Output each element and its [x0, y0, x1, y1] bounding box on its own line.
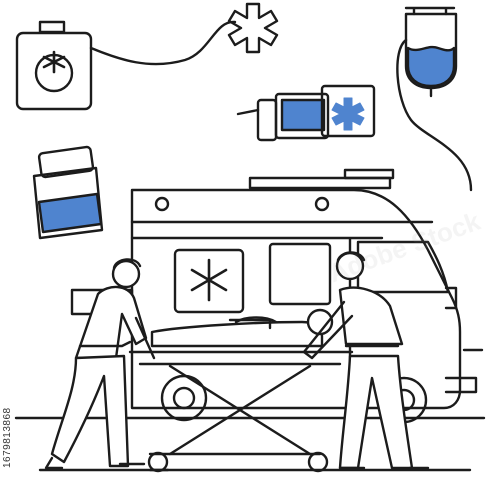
medical-cross-bag-icon: [15, 20, 93, 111]
ambulance-van: [70, 168, 484, 424]
battery-defibrillator-icon: [236, 84, 376, 142]
medicine-jar-icon: [32, 145, 104, 240]
paramedic-right: [302, 251, 430, 470]
stock-id: 1679813868: [2, 407, 13, 468]
medical-star-icon: [227, 2, 279, 54]
paramedic-left: [44, 258, 156, 470]
stretcher-with-patient: [128, 308, 354, 473]
iv-drip-bag-icon: [396, 6, 473, 192]
cable-line: [89, 20, 237, 66]
ground-line: [14, 416, 486, 472]
